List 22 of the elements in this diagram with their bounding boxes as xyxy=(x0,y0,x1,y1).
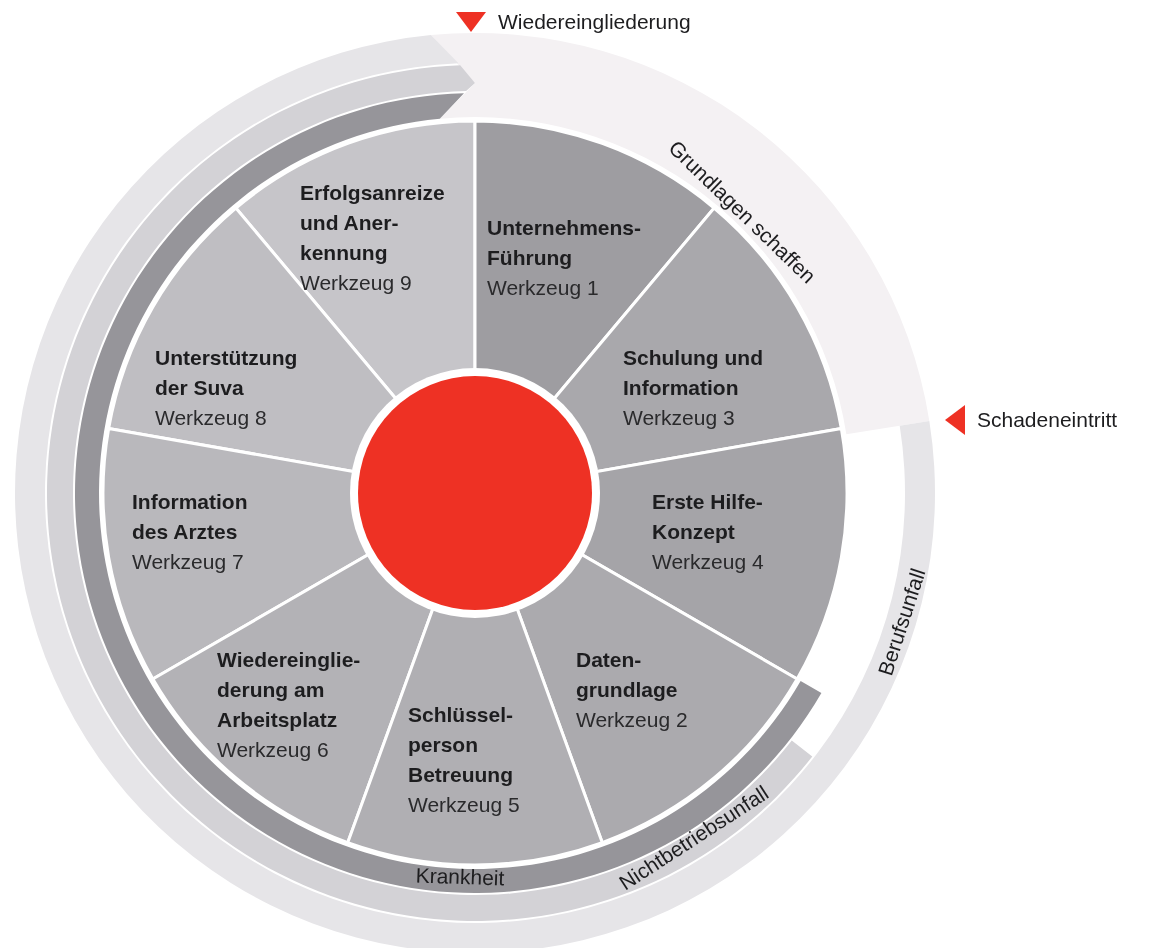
sector-title: Information des Arztes xyxy=(132,489,249,545)
sector-title: Daten-grundlage xyxy=(576,647,679,703)
tool-label: Werkzeug 8 xyxy=(155,405,268,431)
tool-label: Werkzeug 9 xyxy=(300,270,413,296)
phase-label: Schadeneintritt xyxy=(977,407,1118,433)
tool-label: Werkzeug 3 xyxy=(623,405,736,431)
sector-title: Wiedereinglie-derung am Arbeitsplatz xyxy=(217,647,362,733)
tool-label: Werkzeug 5 xyxy=(408,792,521,818)
tool-label: Werkzeug 4 xyxy=(652,549,765,575)
tool-label: Werkzeug 7 xyxy=(132,549,245,575)
tool-label: Werkzeug 6 xyxy=(217,737,330,763)
sector-title: Erste Hilfe-Konzept xyxy=(652,489,764,545)
tool-label: Werkzeug 1 xyxy=(487,275,600,301)
center-circle xyxy=(358,376,592,610)
tool-label: Werkzeug 2 xyxy=(576,707,689,733)
sector-title: Unterstützung der Suva xyxy=(155,345,299,401)
sector-title: Schlüssel-person Betreuung xyxy=(408,702,515,788)
sector-title: Unternehmens-Führung xyxy=(487,215,643,271)
sector-title: Erfolgsanreize und Aner-kennung xyxy=(300,180,446,266)
sector-title: Schulung und Information xyxy=(623,345,764,401)
band-label: Krankheit xyxy=(415,862,505,892)
phase-label: Wiedereingliederung xyxy=(498,9,691,35)
